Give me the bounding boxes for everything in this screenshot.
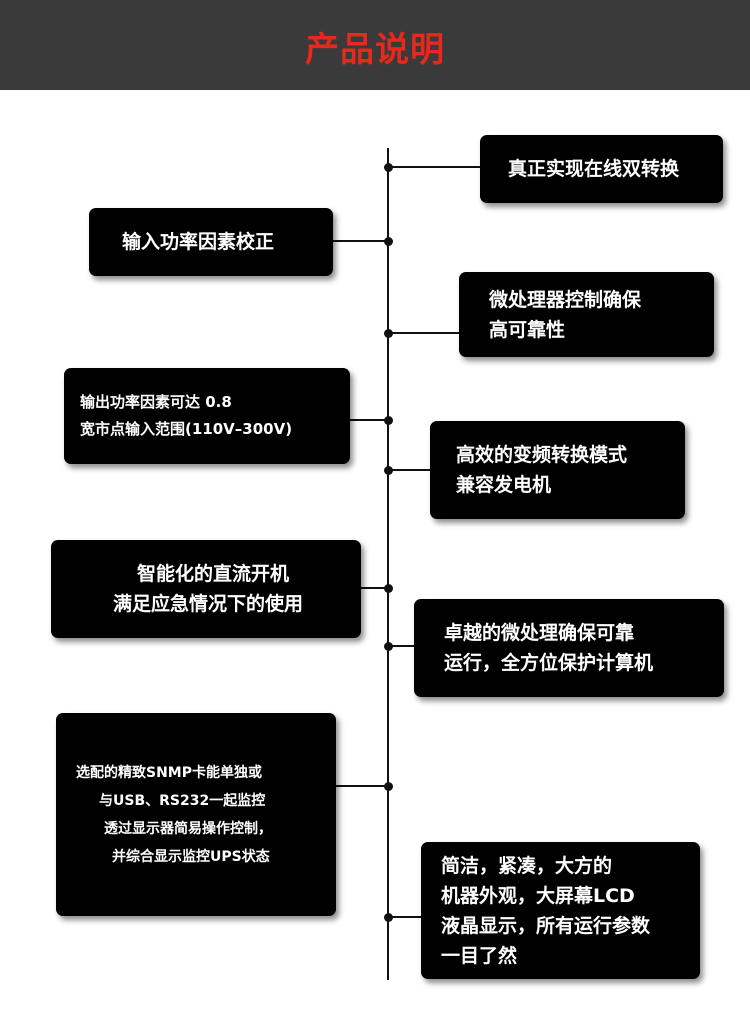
feature-text-line: 智能化的直流开机 — [137, 563, 290, 585]
feature-text-line: 高效的变频转换模式 — [456, 444, 628, 466]
feature-text-line: 一目了然 — [441, 944, 518, 967]
timeline-dot-3 — [384, 329, 393, 338]
feature-text-line: 运行，全方位保护计算机 — [444, 652, 654, 674]
page-header: 产品说明 — [0, 0, 750, 90]
timeline-dot-5 — [384, 466, 393, 475]
connector-7 — [388, 645, 414, 647]
feature-box-computer-protection: 卓越的微处理确保可靠 运行，全方位保护计算机 — [414, 599, 724, 697]
page-title: 产品说明 — [305, 30, 445, 70]
connector-3 — [388, 332, 460, 334]
feature-box-frequency-conversion: 高效的变频转换模式 兼容发电机 — [430, 421, 685, 519]
feature-box-input-pfc: 输入功率因素校正 — [89, 208, 333, 276]
connector-6 — [361, 587, 388, 589]
timeline-dot-1 — [384, 163, 393, 172]
feature-text-line: 机器外观，大屏幕LCD — [441, 884, 635, 907]
connector-1 — [388, 166, 480, 168]
feature-text-line: 与USB、RS232一起监控 — [99, 792, 266, 809]
feature-text-line: 高可靠性 — [489, 318, 566, 341]
timeline-dot-4 — [384, 416, 393, 425]
connector-8 — [336, 785, 388, 787]
feature-text-line: 兼容发电机 — [456, 474, 552, 496]
feature-text-line: 透过显示器简易操作控制， — [104, 820, 272, 837]
connector-5 — [388, 469, 430, 471]
timeline-dot-8 — [384, 782, 393, 791]
feature-box-output-pf: 输出功率因素可达 0.8 宽市点输入范围(110V–300V) — [64, 368, 350, 464]
connector-4 — [350, 419, 388, 421]
feature-box-online-double-conversion: 真正实现在线双转换 — [480, 135, 723, 203]
feature-box-snmp-monitoring: 选配的精致SNMP卡能单独或 与USB、RS232一起监控 透过显示器简易操作控… — [56, 713, 336, 916]
timeline-dot-2 — [384, 237, 393, 246]
feature-box-microprocessor-reliability: 微处理器控制确保 高可靠性 — [459, 272, 714, 357]
feature-text-line: 宽市点输入范围(110V–300V) — [80, 420, 293, 438]
timeline-dot-6 — [384, 584, 393, 593]
feature-text-line: 卓越的微处理确保可靠 — [444, 622, 635, 644]
feature-box-lcd-display: 简洁，紧凑，大方的 机器外观，大屏幕LCD 液晶显示，所有运行参数 一目了然 — [421, 842, 700, 979]
timeline-dot-9 — [384, 913, 393, 922]
connector-9 — [388, 916, 421, 918]
feature-text-line: 简洁，紧凑，大方的 — [441, 854, 613, 877]
feature-text-line: 并综合显示监控UPS状态 — [112, 848, 270, 865]
feature-text-line: 真正实现在线双转换 — [508, 158, 680, 180]
feature-box-dc-start: 智能化的直流开机 满足应急情况下的使用 — [51, 540, 361, 638]
feature-text-line: 微处理器控制确保 — [489, 288, 642, 311]
feature-text-line: 液晶显示，所有运行参数 — [441, 914, 651, 937]
feature-text-line: 输出功率因素可达 0.8 — [80, 393, 232, 411]
timeline-dot-7 — [384, 642, 393, 651]
connector-2 — [333, 240, 388, 242]
feature-text-line: 选配的精致SNMP卡能单独或 — [76, 764, 262, 781]
timeline-axis — [387, 148, 389, 980]
feature-text-line: 输入功率因素校正 — [122, 231, 275, 253]
feature-text-line: 满足应急情况下的使用 — [113, 593, 304, 615]
